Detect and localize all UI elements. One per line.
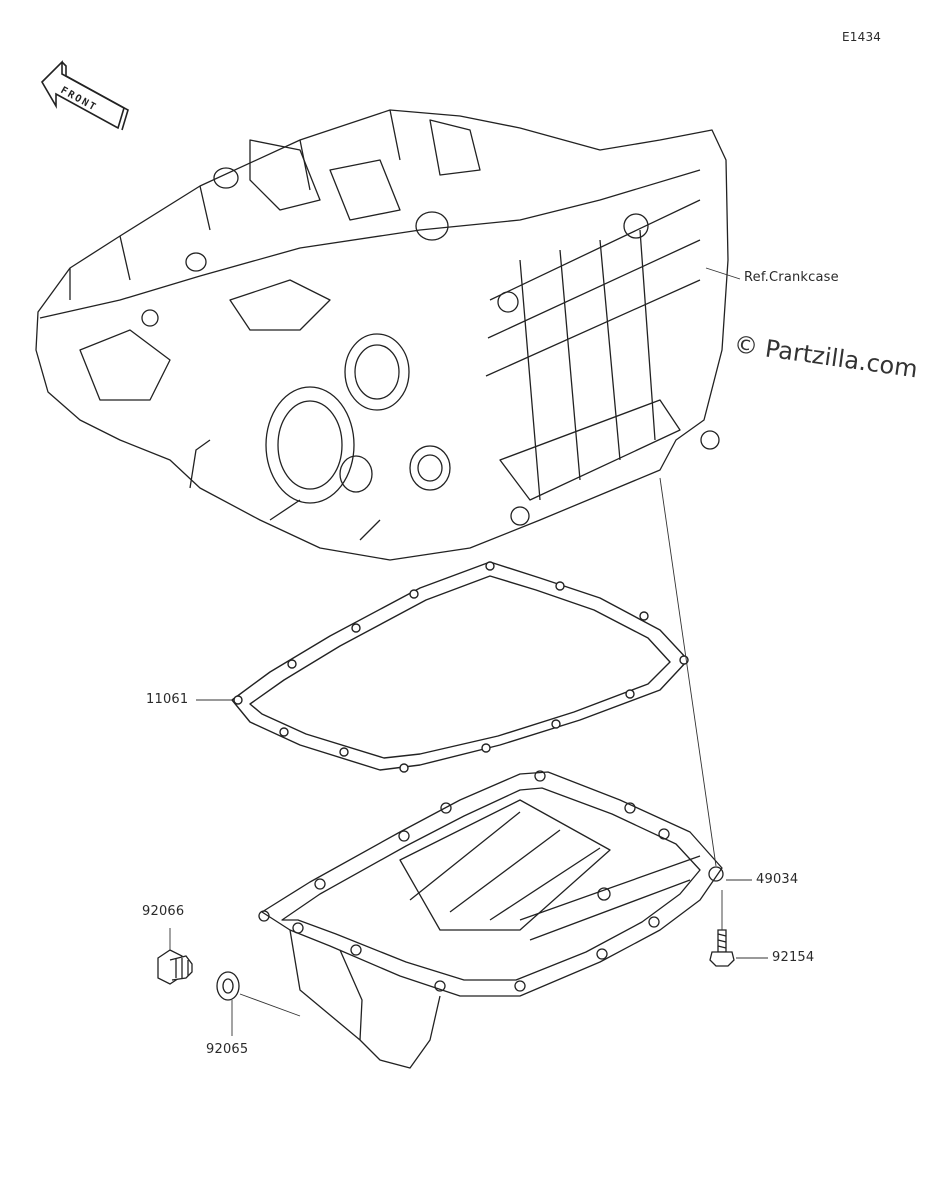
part-label-92065[interactable]: 92065 xyxy=(206,1042,249,1057)
drain-plug-drawing xyxy=(157,949,193,985)
gasket-drawing xyxy=(231,561,689,773)
part-label-ref-crankcase[interactable]: Ref.Crankcase xyxy=(744,270,839,285)
leader-lines xyxy=(169,267,768,1036)
washer-drawing xyxy=(216,971,240,1001)
part-label-92154[interactable]: 92154 xyxy=(772,950,815,965)
crankcase-drawing xyxy=(35,109,729,561)
front-arrow-icon: FRONT xyxy=(40,60,129,131)
oil-pan-drawing xyxy=(258,770,724,1069)
part-label-92066[interactable]: 92066 xyxy=(142,904,185,919)
diagram-code: E1434 xyxy=(842,30,882,44)
part-label-11061[interactable]: 11061 xyxy=(146,692,189,707)
part-label-49034[interactable]: 49034 xyxy=(756,872,799,887)
bolt-drawing xyxy=(709,929,735,967)
